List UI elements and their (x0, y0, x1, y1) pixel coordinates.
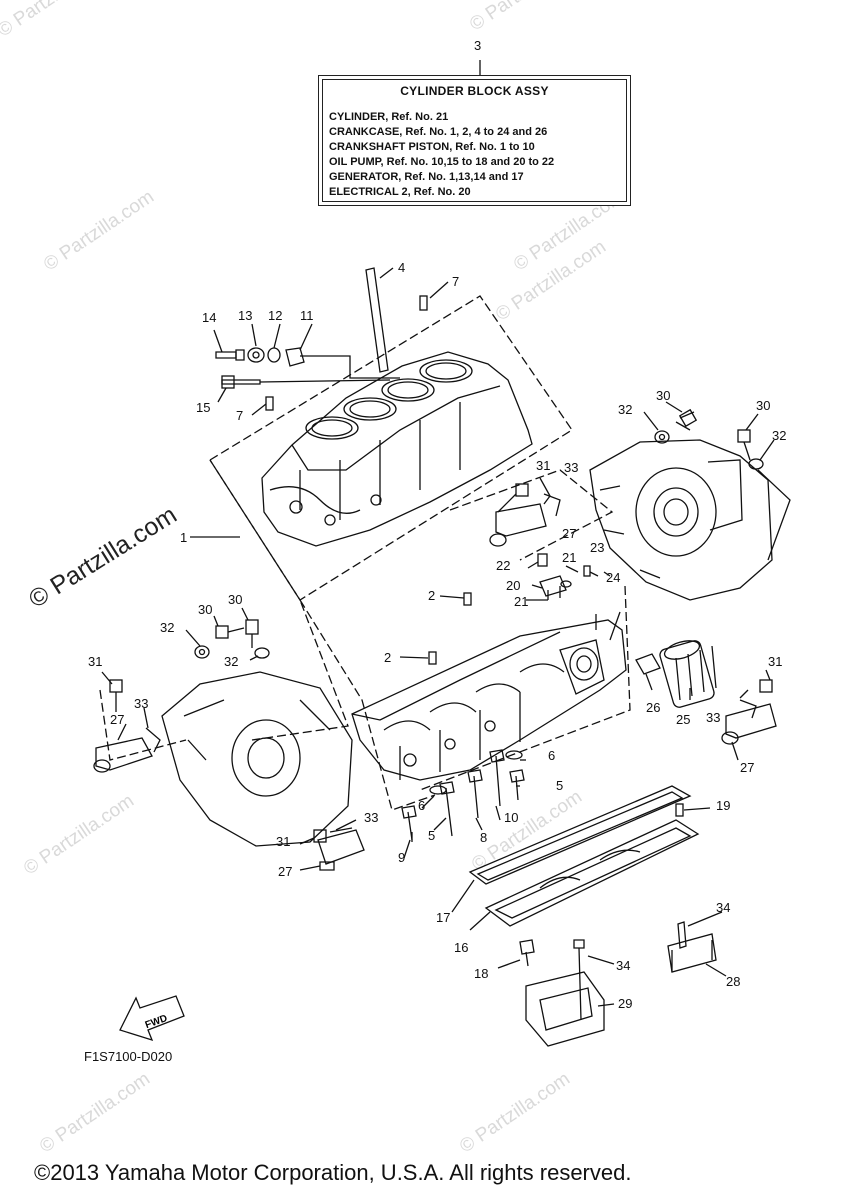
callout-line: CYLINDER, Ref. No. 21 (329, 111, 449, 123)
part-number-label: 27 (562, 526, 576, 541)
part-number-label: 33 (706, 710, 720, 725)
part-number-label: 30 (198, 602, 212, 617)
part-number-label: 11 (300, 308, 314, 323)
part-number-label: 4 (398, 260, 405, 275)
part-number-label: 29 (618, 996, 632, 1011)
part-number-label: 31 (536, 458, 550, 473)
part-number-label: 33 (564, 460, 578, 475)
part-number-label: 21 (562, 550, 576, 565)
part-number-label: 25 (676, 712, 690, 727)
part-number-label: 31 (276, 834, 290, 849)
callout-line: GENERATOR, Ref. No. 1,13,14 and 17 (329, 171, 524, 183)
part-number-label: 20 (506, 578, 520, 593)
callout-line: CRANKSHAFT PISTON, Ref. No. 1 to 10 (329, 141, 535, 153)
part-number-label: 2 (384, 650, 391, 665)
cylinder-block-assy-callout: CYLINDER BLOCK ASSY CYLINDER, Ref. No. 2… (318, 75, 631, 206)
part-number-label: 27 (278, 864, 292, 879)
part-number-label: 13 (238, 308, 252, 323)
part-number-label: 5 (428, 828, 435, 843)
part-number-label: 19 (716, 798, 730, 813)
diagram-code: F1S7100-D020 (84, 1049, 173, 1064)
part-number-label: 9 (398, 850, 405, 865)
part-number-label: 7 (236, 408, 243, 423)
part-number-label: 14 (202, 310, 216, 325)
part-number-label: 22 (496, 558, 510, 573)
part-number-label: 33 (364, 810, 378, 825)
part-number-label: 23 (590, 540, 604, 555)
part-number-label: 33 (134, 696, 148, 711)
part-number-label: 15 (196, 400, 210, 415)
part-number-label: 5 (556, 778, 563, 793)
part-number-label: 32 (224, 654, 238, 669)
part-number-label: 27 (110, 712, 124, 727)
part-number-label: 17 (436, 910, 450, 925)
part-number-label: 6 (548, 748, 555, 763)
part-number-label: 16 (454, 940, 468, 955)
part-number-label: 32 (772, 428, 786, 443)
part-number-label: 26 (646, 700, 660, 715)
fwd-label: FWD (144, 1013, 169, 1031)
part-number-label: 30 (656, 388, 670, 403)
part-number-label: 30 (228, 592, 242, 607)
callout-line: ELECTRICAL 2, Ref. No. 20 (329, 186, 471, 198)
part-number-label: 21 (514, 594, 528, 609)
callout-lines: CYLINDER, Ref. No. 21 CRANKCASE, Ref. No… (329, 110, 554, 200)
part-number-label: 6 (418, 798, 425, 813)
part-number-label: 34 (716, 900, 730, 915)
callout-number: 3 (474, 38, 482, 53)
part-number-label: 18 (474, 966, 488, 981)
part-number-label: 2 (428, 588, 435, 603)
part-number-label: 1 (180, 530, 187, 545)
part-number-label: 24 (606, 570, 620, 585)
part-number-label: 12 (268, 308, 282, 323)
part-number-label: 30 (756, 398, 770, 413)
part-number-label: 32 (618, 402, 632, 417)
callout-line: CRANKCASE, Ref. No. 1, 2, 4 to 24 and 26 (329, 126, 548, 138)
part-number-label: 31 (88, 654, 102, 669)
callout-line: OIL PUMP, Ref. No. 10,15 to 18 and 20 to… (329, 156, 555, 168)
part-number-label: 34 (616, 958, 630, 973)
callout-title: CYLINDER BLOCK ASSY (400, 84, 549, 98)
part-number-label: 27 (740, 760, 754, 775)
copyright-notice: ©2013 Yamaha Motor Corporation, U.S.A. A… (34, 1160, 632, 1185)
part-number-label: 8 (480, 830, 487, 845)
part-number-label: 10 (504, 810, 518, 825)
part-number-label: 32 (160, 620, 174, 635)
callout-inner-border (322, 79, 627, 202)
part-number-label: 28 (726, 974, 740, 989)
part-number-label: 31 (768, 654, 782, 669)
part-number-label: 7 (452, 274, 459, 289)
